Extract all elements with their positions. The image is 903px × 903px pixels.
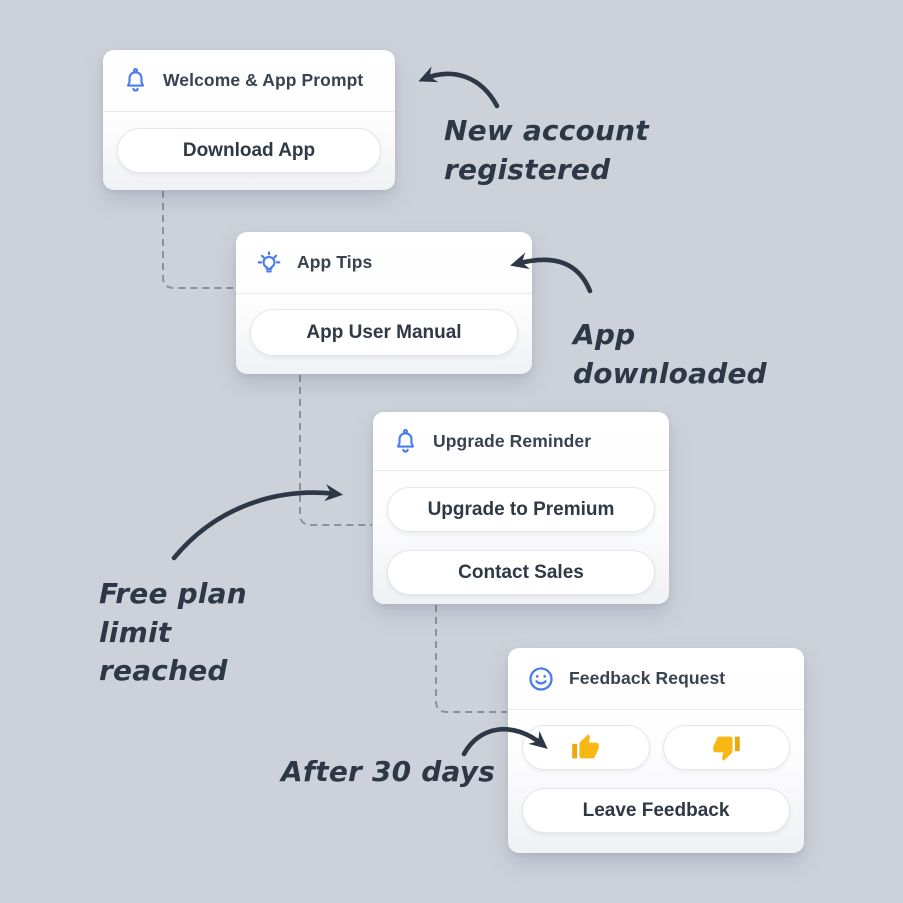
card-feedback-title: Feedback Request	[569, 668, 726, 688]
contact-sales-button[interactable]: Contact Sales	[387, 550, 655, 595]
connector-tips-to-upgrade	[299, 375, 372, 526]
bell-icon	[122, 67, 149, 94]
connector-welcome-to-tips	[162, 191, 235, 289]
download-app-button[interactable]: Download App	[117, 128, 381, 173]
upgrade-to-premium-button[interactable]: Upgrade to Premium	[387, 487, 655, 532]
card-upgrade-title: Upgrade Reminder	[433, 430, 592, 451]
label-free-plan-limit-reached: Free plan limit reached	[99, 577, 247, 688]
thumbs-down-icon	[712, 733, 741, 762]
label-after-30-days: After 30 days	[281, 755, 496, 788]
leave-feedback-button[interactable]: Leave Feedback	[522, 788, 790, 833]
thumbs-up-icon	[571, 733, 600, 762]
card-welcome-app-prompt: Welcome & App Prompt Download App	[103, 50, 395, 190]
connector-upgrade-to-feedback	[435, 605, 507, 713]
arrow-new-account	[418, 66, 500, 109]
lightbulb-icon	[255, 249, 283, 277]
reaction-button-row	[522, 725, 790, 770]
label-app-downloaded: App downloaded	[573, 318, 767, 390]
card-welcome-title: Welcome & App Prompt	[163, 70, 364, 90]
card-upgrade-reminder: Upgrade Reminder Upgrade to Premium Cont…	[373, 412, 669, 604]
app-user-manual-button[interactable]: App User Manual	[250, 309, 518, 356]
card-app-tips: App Tips App User Manual	[236, 232, 532, 374]
card-feedback-request: Feedback Request	[508, 648, 804, 853]
card-tips-header: App Tips	[236, 232, 532, 294]
smiley-icon	[527, 665, 555, 693]
arrow-free-plan-limit	[171, 484, 344, 561]
card-feedback-header: Feedback Request	[508, 648, 804, 710]
thumbs-up-button[interactable]	[522, 725, 650, 770]
label-new-account-registered: New account registered	[444, 114, 649, 186]
thumbs-down-button[interactable]	[662, 725, 790, 770]
card-tips-title: App Tips	[297, 252, 373, 272]
bell-icon	[392, 428, 419, 455]
card-welcome-header: Welcome & App Prompt	[103, 50, 395, 112]
card-upgrade-header: Upgrade Reminder	[373, 412, 669, 471]
